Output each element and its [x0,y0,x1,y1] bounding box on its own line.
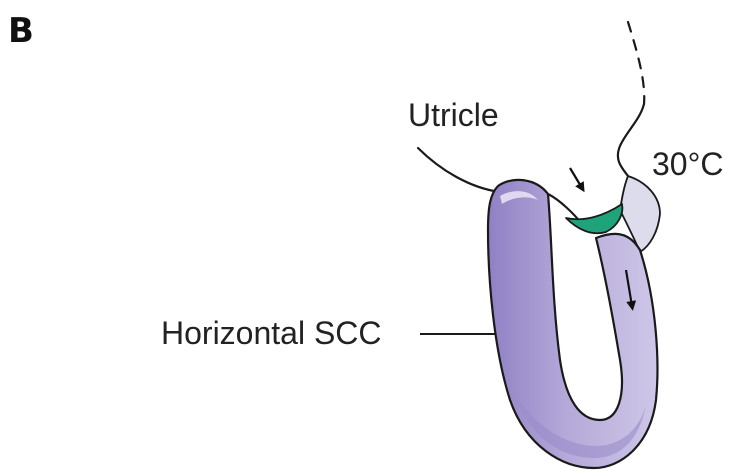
angle-label: 30°C [652,146,724,182]
utricle-wall-dashed [628,22,644,104]
cupula [566,204,622,233]
utricle-wall-left [418,148,500,192]
canal-label: Horizontal SCC [161,315,382,351]
panel-label: B [8,11,34,51]
utricle-label: Utricle [408,97,499,133]
endolymph-flow-arrow [570,168,582,188]
utricle-wall-right [618,104,644,176]
